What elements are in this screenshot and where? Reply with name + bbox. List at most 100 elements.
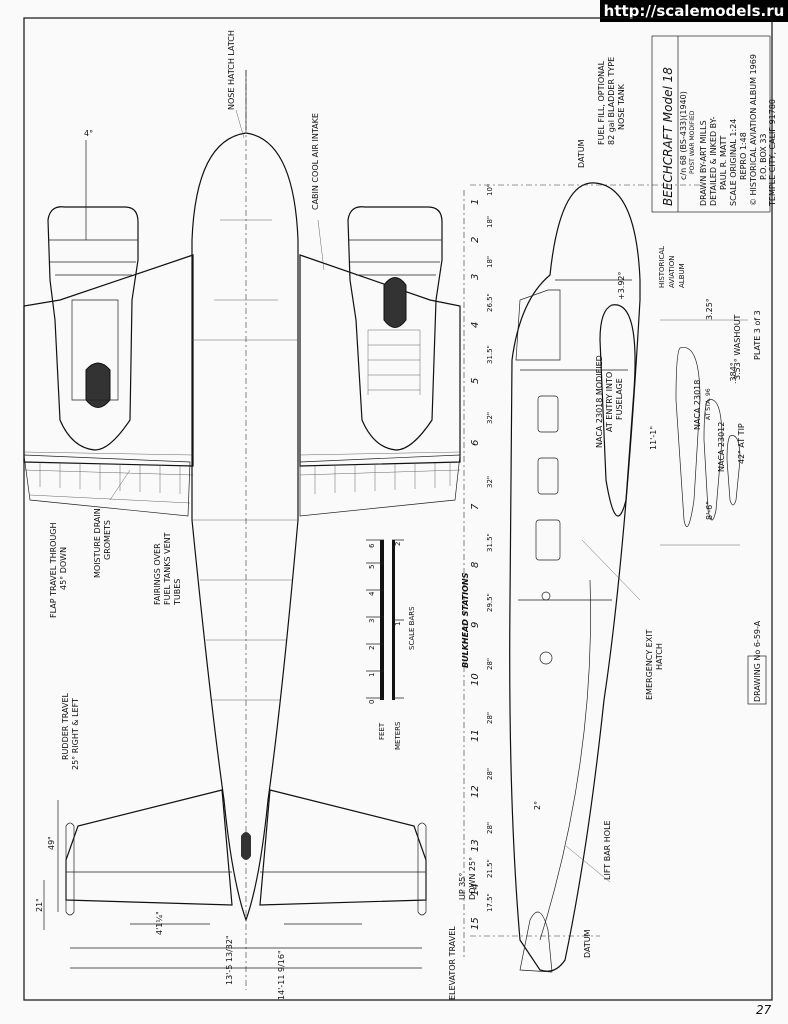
- station-9: 9: [470, 622, 481, 628]
- watermark: http://scalemodels.ru: [600, 0, 788, 22]
- logo-line-2: AVIATION: [668, 255, 676, 288]
- scale-feet-0: 0: [368, 700, 376, 704]
- spacing-8: 31.5": [486, 533, 494, 552]
- callout-emergency-2: HATCH: [655, 643, 664, 670]
- copyright: © HISTORICAL AVIATION ALBUM 1969: [749, 54, 758, 206]
- spacing-10: 28": [486, 658, 494, 670]
- title-texts: BEECHCRAFT Model 18 c/n 68 (BS-433)(1940…: [661, 54, 777, 1017]
- callout-cabin-air: CABIN COOL AIR INTAKE: [311, 113, 320, 210]
- city: TEMPLE CITY, CALIF 91780: [768, 99, 777, 207]
- title-line-2: POST WAR MODIFIED: [689, 110, 696, 174]
- dim-49: 49": [47, 836, 56, 850]
- station-3: 3: [470, 274, 481, 280]
- fin-side: [519, 911, 553, 973]
- callout-drain-1: MOISTURE DRAIN: [93, 508, 102, 578]
- station-14: 14: [470, 883, 481, 896]
- scale-feet-3: 3: [368, 619, 376, 623]
- logo: HISTORICAL AVIATION ALBUM: [658, 246, 686, 288]
- left-flap: [23, 454, 191, 517]
- scale-repro: REPRO 1:48: [739, 132, 748, 180]
- dim-4deg: 4°: [84, 129, 93, 138]
- side-texts: BULKHEAD STATIONS DATUM DATUM FUEL FILL,…: [461, 57, 664, 958]
- airfoil-mid-sta: AT STA. 96: [705, 388, 712, 420]
- scale-original: SCALE ORIGINAL 1:24: [729, 119, 738, 206]
- callout-fairings-3: TUBES: [173, 579, 182, 606]
- scale-feet-label: FEET: [378, 722, 386, 740]
- airfoil-sections: [660, 319, 748, 546]
- spacing-11: 28": [486, 712, 494, 724]
- callout-nose-hatch: NOSE HATCH LATCH: [227, 30, 236, 110]
- callout-emergency-1: EMERGENCY EXIT: [645, 629, 654, 700]
- scale-meter-1: 1: [394, 622, 402, 626]
- station-8: 8: [470, 562, 481, 568]
- callout-lift-bar: LIFT BAR HOLE: [603, 820, 612, 880]
- station-labels: 1 2 3 4 5 6 7 8 9 10 11 12 13 14 15: [470, 199, 481, 930]
- cabin-windows: [535, 395, 561, 561]
- callout-fairings-1: FAIRINGS OVER: [153, 543, 162, 605]
- dim-4-14: 4'1¼": [155, 911, 164, 935]
- drawing-title: BEECHCRAFT Model 18: [661, 67, 675, 206]
- plan-view: [23, 70, 461, 990]
- callout-bulkhead: BULKHEAD STATIONS: [461, 572, 470, 668]
- station-4: 4: [470, 322, 481, 328]
- scale-feet-5: 5: [368, 565, 376, 569]
- drawn-by: DRAWN BY-ART MILLS: [699, 120, 708, 206]
- callout-naca-root-1: NACA 23018 MODIFIED: [595, 355, 604, 448]
- dim-21: 21": [35, 898, 44, 912]
- dim-392: +3.92°: [617, 271, 626, 300]
- callout-fuel-3: NOSE TANK: [617, 83, 626, 130]
- callout-elevator-1: ELEVATOR TRAVEL: [448, 926, 457, 1000]
- dim-13: 13'-5 13/32": [225, 935, 234, 985]
- drawing-number: DRAWING No 6-59-A: [753, 620, 762, 702]
- title-block: HISTORICAL AVIATION ALBUM: [651, 35, 771, 705]
- station-6: 6: [470, 440, 481, 446]
- spacing-2: 18": [486, 216, 494, 228]
- scale-bar-title: SCALE BARS: [408, 606, 416, 650]
- left-wing: [23, 254, 194, 467]
- dim-2deg: 2°: [533, 801, 542, 810]
- spacing-4: 26.5": [486, 293, 494, 312]
- left-nacelle: [47, 206, 139, 451]
- right-nacelle: [347, 206, 443, 451]
- spacing-7: 32": [486, 476, 494, 488]
- station-13: 13: [470, 839, 481, 852]
- airfoil-mid-label: NACA 23018: [693, 380, 702, 430]
- callout-fairings-2: FUEL TANKS VENT: [163, 532, 172, 605]
- spacing-9: 29.5": [486, 593, 494, 612]
- title-line-1: c/n 68 (BS-433)(1940): [679, 91, 688, 180]
- station-7: 7: [470, 503, 481, 510]
- dim-111: 11'-1": [649, 426, 658, 450]
- dim-325: 3.25°: [705, 298, 714, 320]
- callout-naca-root-2: AT ENTRY INTO: [605, 372, 614, 432]
- station-spacings: 10" 18" 18" 26.5" 31.5" 32" 32" 31.5" 29…: [486, 184, 494, 912]
- scale-bars: 0 1 2 3 4 5 6 1 2 SCALE BARS FEET METERS: [366, 539, 416, 750]
- spacing-6: 32": [486, 412, 494, 424]
- right-stabilizer: [259, 789, 427, 906]
- plate-number: PLATE 3 of 3: [753, 310, 762, 360]
- left-fin: [65, 822, 75, 916]
- callout-fuel-2: 82 gal BLADDER TYPE: [607, 57, 616, 145]
- detailer-name: PAUL R. MATT: [719, 136, 728, 191]
- station-12: 12: [470, 785, 481, 798]
- tail-wheel: [241, 832, 251, 860]
- spacing-12: 28": [486, 768, 494, 780]
- dim-14: 14'-11 9/16": [277, 950, 286, 1000]
- detailed-by: DETAILED & INKED BY-: [709, 116, 718, 206]
- airfoil-tip-label: NACA 23012: [717, 422, 726, 472]
- po-box: P.O. BOX 33: [759, 133, 768, 180]
- callout-datum-top: DATUM: [577, 139, 586, 168]
- dim-384: .384°: [729, 362, 738, 384]
- station-2: 2: [470, 237, 481, 243]
- scale-feet-4: 4: [368, 591, 376, 596]
- callout-flap-2: 45° DOWN: [59, 547, 68, 590]
- station-5: 5: [470, 378, 481, 384]
- airfoil-mid: [703, 399, 723, 521]
- airfoil-root: [675, 347, 701, 527]
- station-15: 15: [470, 917, 481, 930]
- logo-line-1: HISTORICAL: [658, 246, 666, 288]
- callout-flap-1: FLAP TRAVEL THROUGH: [49, 522, 58, 618]
- callout-rudder-2: 25° RIGHT & LEFT: [71, 698, 80, 770]
- scale-meter-2: 2: [394, 542, 402, 546]
- scale-meters-label: METERS: [394, 721, 402, 750]
